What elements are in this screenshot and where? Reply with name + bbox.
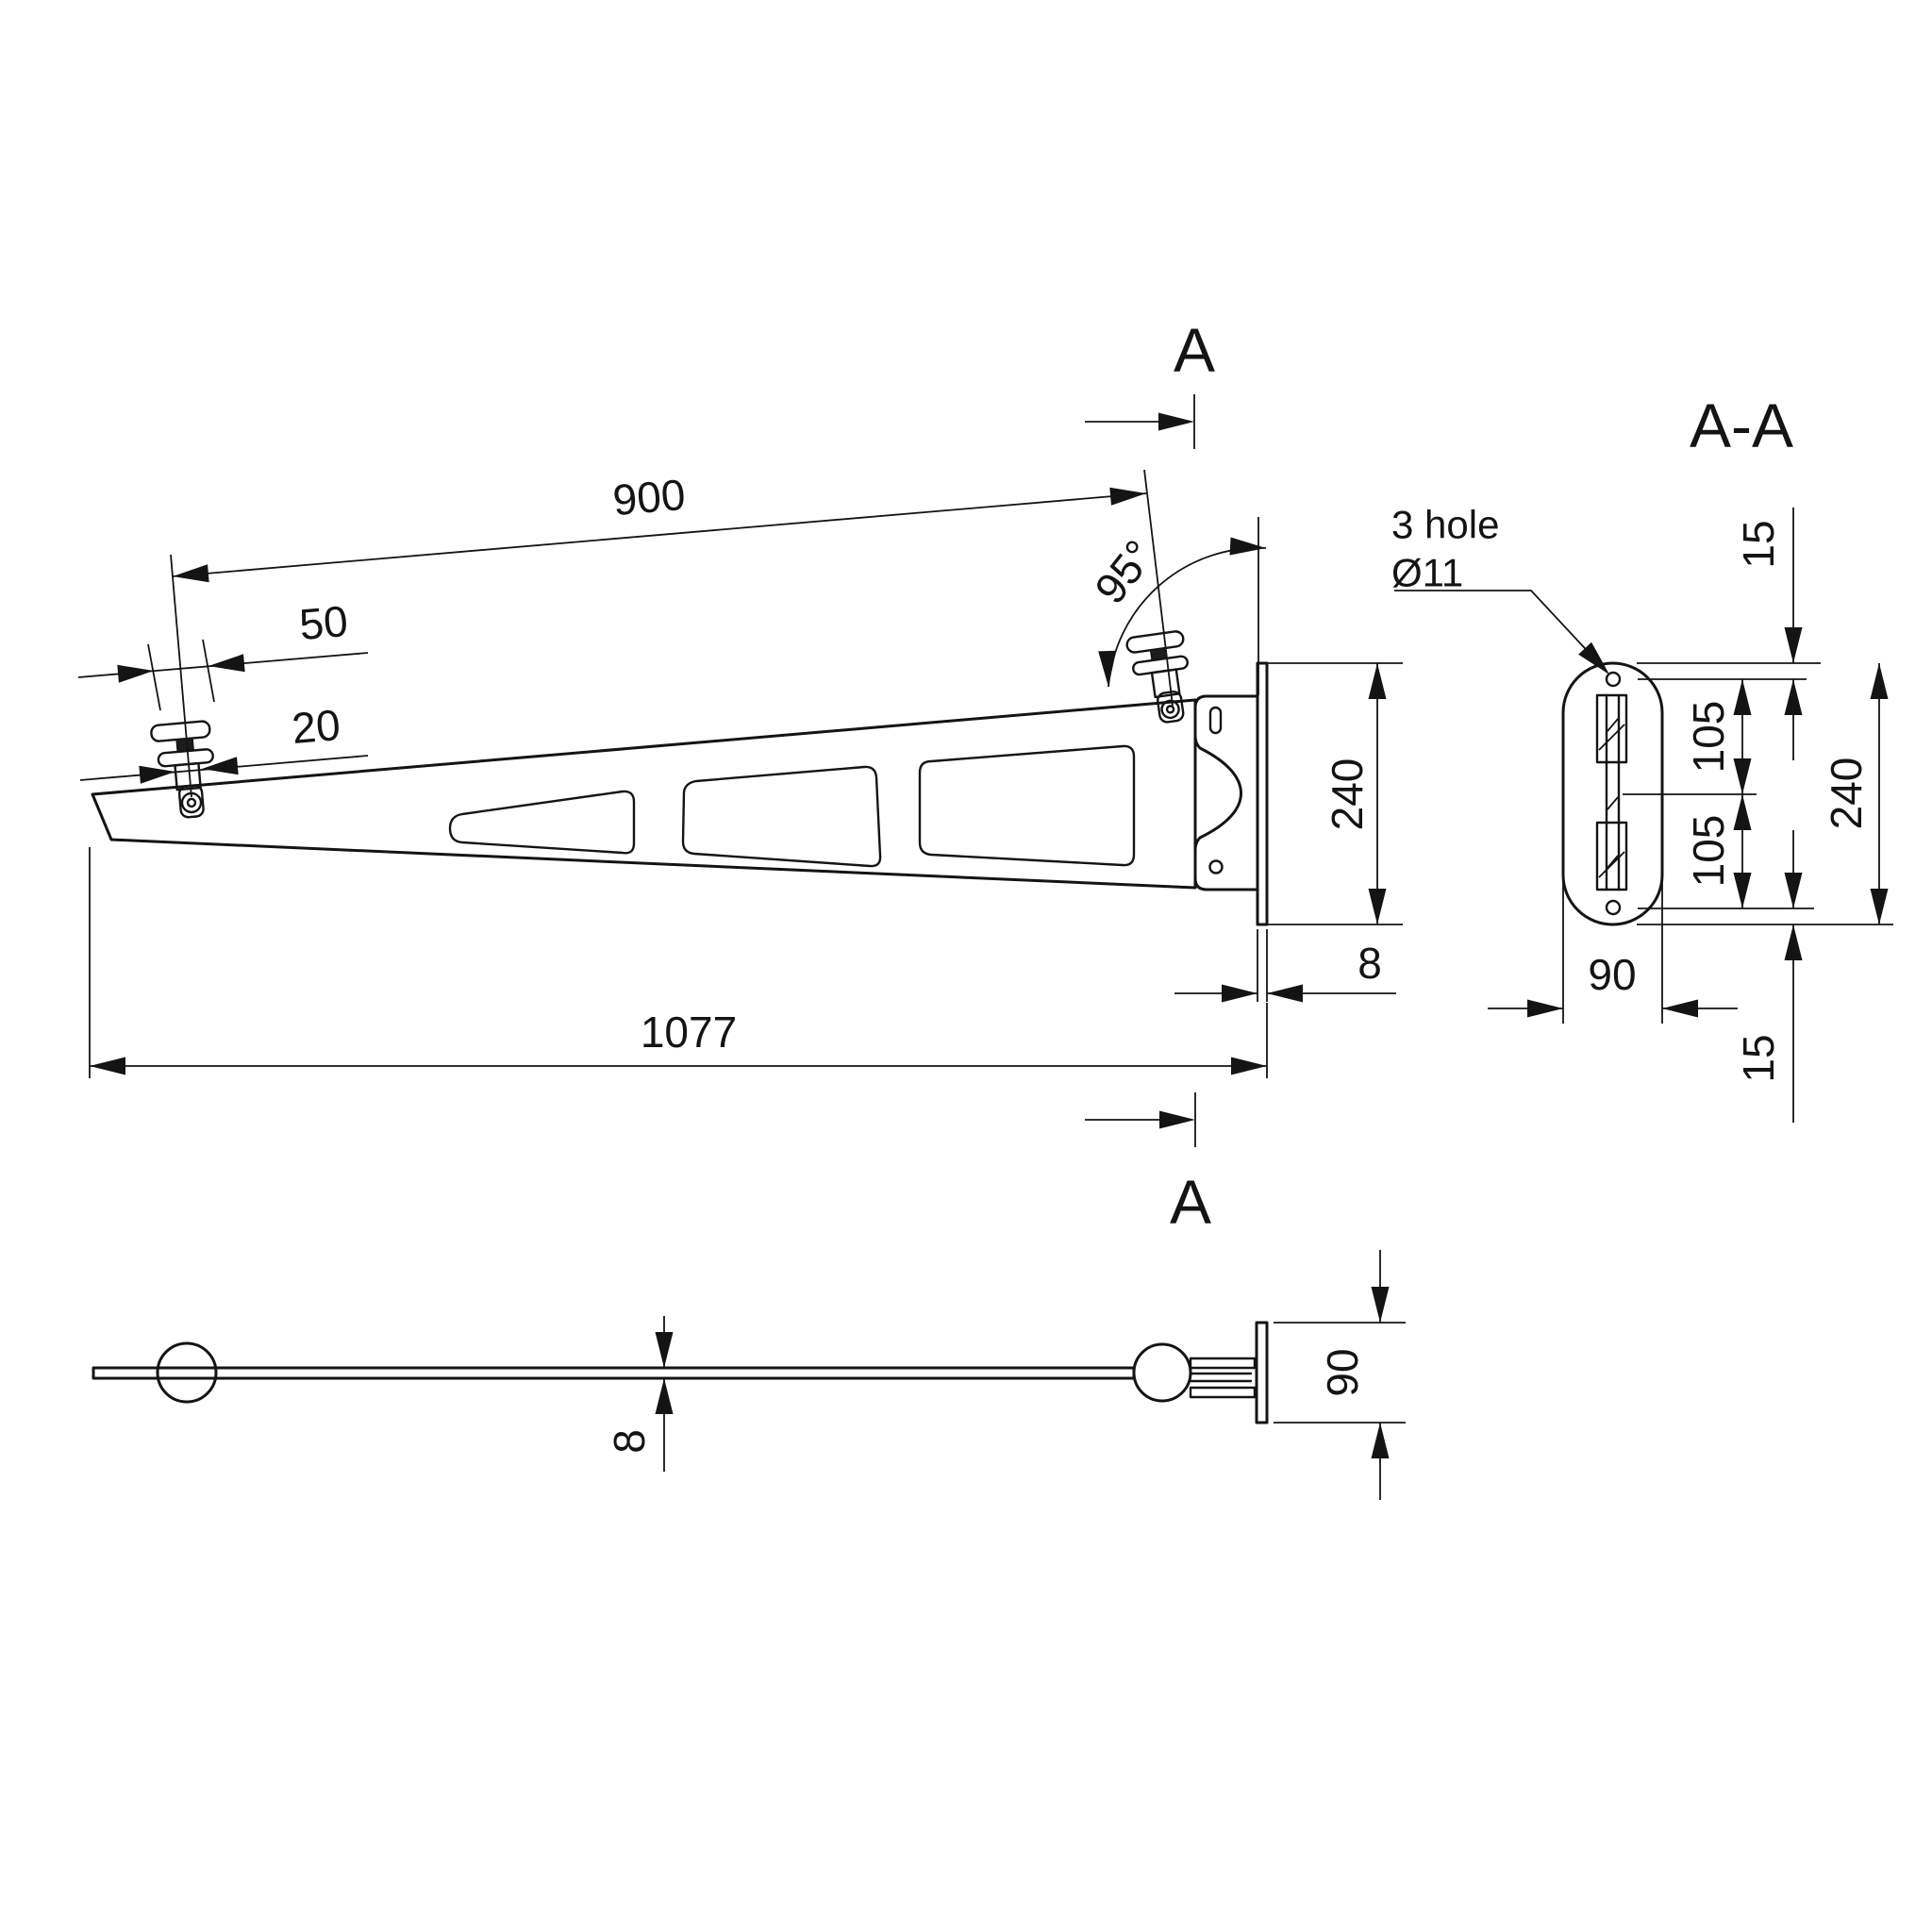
dim-8-top-view: 8 (605, 1316, 674, 1472)
main-side-view: 900 50 20 95° (77, 315, 1403, 1237)
aa-hole-bottom (1605, 899, 1622, 916)
section-title: A-A (1690, 391, 1793, 460)
aa-hole-top (1605, 671, 1622, 688)
clamp-knob-left-top-view (156, 1341, 218, 1404)
dim-20: 20 (79, 700, 369, 784)
section-marker-bottom: A (1085, 1092, 1211, 1237)
dim-95-label: 95° (1085, 531, 1164, 613)
aa-block-bottom (1595, 821, 1628, 891)
dim-105-pair: 105 105 (1623, 679, 1814, 909)
dim-8-main-label: 8 (1357, 939, 1382, 988)
dim-105-upper-label: 105 (1684, 701, 1733, 774)
dim-20-label: 20 (290, 700, 341, 753)
dim-90-section-label: 90 (1588, 950, 1636, 999)
section-marker-top: A (1085, 315, 1215, 449)
leader-note: 3 hole Ø11 (1391, 503, 1616, 681)
dim-90-top-label: 90 (1318, 1348, 1367, 1396)
leader-note-line1: 3 hole (1391, 503, 1499, 547)
glass-clamp-right (1125, 630, 1189, 724)
wall-plate-edge (1256, 661, 1269, 926)
mount-slot-hole (1208, 706, 1223, 735)
dim-8-main: 8 (1174, 929, 1396, 1003)
arm-window-3 (918, 744, 1136, 867)
arm-window-1 (448, 790, 636, 855)
dim-8-top-label: 8 (605, 1429, 654, 1454)
mount-gusset (1193, 694, 1259, 891)
dim-15-bottom: 15 (1734, 830, 1803, 1123)
dim-1077: 1077 (89, 847, 1268, 1078)
mount-round-hole (1208, 859, 1224, 874)
section-view-aa: A-A 3 hole Ø11 15 (1391, 391, 1893, 1123)
aa-hatching (1598, 718, 1625, 878)
fork-stem-lines (1189, 1372, 1253, 1383)
dim-90-top-view: 90 (1274, 1250, 1406, 1500)
dim-15-top-label: 15 (1734, 520, 1783, 568)
top-plan-view: 8 90 (92, 1250, 1406, 1500)
clamp-knob-right-top-view (1132, 1342, 1192, 1403)
dim-240-section: 240 (1637, 663, 1893, 925)
dim-50: 50 (77, 596, 369, 711)
arm-top-view (92, 1366, 1136, 1380)
wall-plate-top-view (1255, 1321, 1269, 1424)
dim-15-bottom-label: 15 (1734, 1034, 1783, 1082)
dim-1077-label: 1077 (641, 1008, 737, 1057)
dim-105-lower-label: 105 (1684, 815, 1733, 888)
section-marker-bottom-label: A (1170, 1167, 1211, 1237)
aa-block-top (1595, 693, 1628, 764)
dim-900: 900 (170, 470, 1174, 798)
dim-240-section-label: 240 (1822, 758, 1871, 830)
dim-50-label: 50 (297, 596, 349, 649)
dim-15-top: 15 (1637, 508, 1821, 760)
leader-note-line2: Ø11 (1391, 551, 1463, 595)
dim-900-label: 900 (611, 470, 688, 525)
dim-240-main-label: 240 (1323, 758, 1372, 831)
arm-window-2 (681, 765, 882, 868)
dim-240-main: 240 (1267, 662, 1403, 925)
fork-arm-lower (1189, 1386, 1257, 1399)
section-marker-top-label: A (1174, 315, 1215, 385)
dim-90-section: 90 (1488, 879, 1738, 1024)
bracket-arm-outline (91, 698, 1197, 890)
fork-arm-upper (1189, 1357, 1257, 1370)
